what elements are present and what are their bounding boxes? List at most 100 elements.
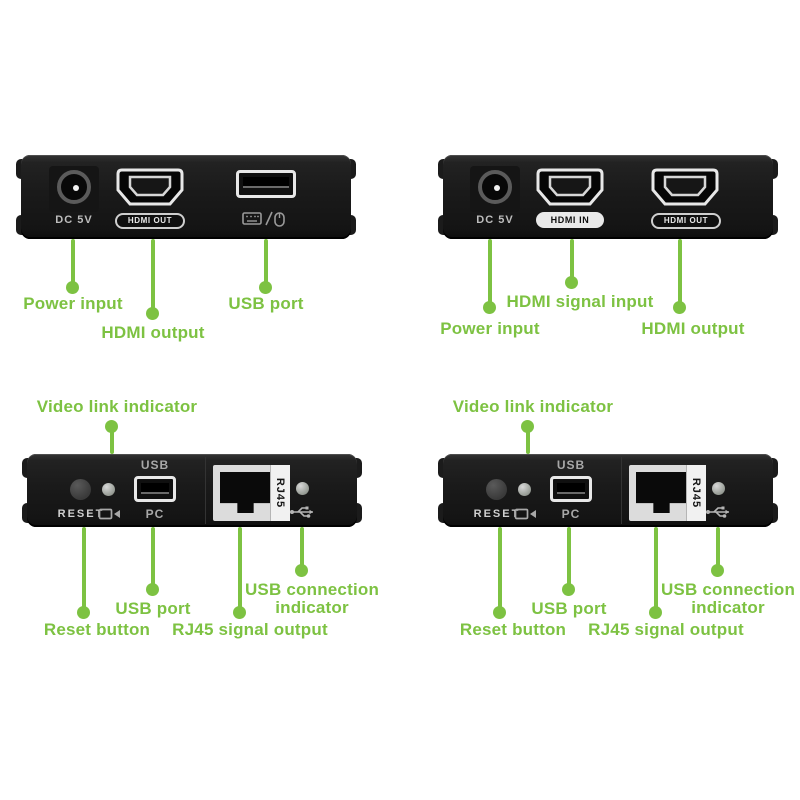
leader-line-usb-connection [716,527,720,571]
hdmi-port-label: HDMI OUT [115,213,185,229]
leader-dot-rj45 [233,606,246,619]
usb-icon [290,506,313,518]
rj45-socket [220,472,271,513]
usb-slot [557,483,585,494]
top-right-unit: DC 5V HDMI IN HDMI OUT Power input HDMI … [433,148,788,353]
leader-dot-usb [146,583,159,596]
display-video-icon [514,508,536,520]
dc-power-jack [478,170,512,204]
device-panel: DC 5V HDMI IN HDMI OUT [438,155,778,239]
annotation-power-input: Power input [23,294,123,313]
usb-label: USB [140,458,170,472]
usb-port [134,476,176,502]
annotation-hdmi-output: HDMI output [101,323,205,342]
rj45-port: RJ45 [629,465,706,521]
leader-dot-reset [493,606,506,619]
leader-line-usb [151,527,155,590]
device-face: RESET USB PC RJ45 [443,454,773,527]
leader-dot-reset [77,606,90,619]
annotation-rj45-signal-output: RJ45 signal output [172,620,328,639]
leader-dot-hdmi-out [673,301,686,314]
leader-dot-usb-connection [295,564,308,577]
annotation-reset-button: Reset button [459,620,567,639]
top-left-unit: DC 5V HDMI OUT Power input HDMI output [16,148,367,353]
device-panel: RESET USB PC RJ45 [22,454,362,527]
bottom-right-unit: Video link indicator RESET USB PC RJ45 [433,393,795,650]
leader-dot-usb [259,281,272,294]
annotation-reset-button: Reset button [43,620,151,639]
video-link-led [102,483,115,496]
dc-jack-pin [494,185,500,191]
annotation-hdmi-signal-input: HDMI signal input [506,292,654,311]
reset-button [486,479,507,500]
hdmi-in-port [536,168,604,206]
leader-line-rj45 [238,527,242,612]
hdmi-in-port-label: HDMI IN [536,212,604,228]
leader-line-power [71,239,75,287]
usb-slot [243,177,289,188]
reset-label: RESET [473,508,521,520]
dc-port-label: DC 5V [55,214,93,226]
annotation-hdmi-output: HDMI output [641,319,745,338]
leader-line-hdmi-out [678,239,682,307]
annotation-usb-port: USB port [228,294,304,313]
leader-line-usb [264,239,268,287]
leader-line-usb [567,527,571,590]
hdmi-port [116,168,184,206]
usb-port [236,170,296,198]
leader-line-reset [82,527,86,612]
leader-line-video [110,426,114,454]
rj45-label: RJ45 [690,477,703,509]
device-face: DC 5V HDMI IN HDMI OUT [443,155,773,239]
dc-port-label: DC 5V [476,214,514,226]
dc-jack-pin [73,185,79,191]
leader-line-hdmi [151,239,155,313]
dc-power-jack [57,170,91,204]
hdmi-out-port-label: HDMI OUT [651,213,721,229]
rj45-label-strip: RJ45 [686,465,706,521]
keyboard-mouse-icon [242,211,285,227]
leader-dot-usb-connection [711,564,724,577]
leader-line-power [488,239,492,307]
rj45-label: RJ45 [274,477,287,509]
annotation-usb-connection-indicator: USB connection indicator [244,580,380,617]
reset-button [70,479,91,500]
device-panel: DC 5V HDMI OUT [16,155,356,239]
leader-line-reset [498,527,502,612]
leader-line-hdmi-in [570,239,574,282]
usb-icon [706,506,729,518]
leader-line-usb-connection [300,527,304,571]
leader-dot-power [66,281,79,294]
pc-label: PC [145,507,165,521]
annotation-usb-port: USB port [115,599,191,618]
device-panel: RESET USB PC RJ45 [438,454,778,527]
pc-label: PC [561,507,581,521]
panel-seam [205,457,206,524]
rj45-label-strip: RJ45 [270,465,290,521]
reset-label: RESET [57,508,105,520]
leader-dot-hdmi-in [565,276,578,289]
bottom-left-unit: Video link indicator RESET USB PC RJ45 [17,393,379,650]
usb-slot [141,483,169,494]
annotation-usb-port: USB port [531,599,607,618]
display-video-icon [98,508,120,520]
leader-line-rj45 [654,527,658,612]
video-link-led [518,483,531,496]
rj45-socket [636,472,687,513]
annotation-rj45-signal-output: RJ45 signal output [588,620,744,639]
leader-dot-power [483,301,496,314]
leader-line-video [526,426,530,454]
usb-connection-led [712,482,725,495]
usb-port [550,476,592,502]
leader-dot-rj45 [649,606,662,619]
leader-dot-hdmi [146,307,159,320]
annotation-video-link-indicator: Video link indicator [36,397,198,416]
panel-seam [621,457,622,524]
device-face: DC 5V HDMI OUT [21,155,351,239]
annotation-usb-connection-indicator: USB connection indicator [660,580,796,617]
annotation-video-link-indicator: Video link indicator [452,397,614,416]
hdmi-out-port [651,168,719,206]
usb-connection-led [296,482,309,495]
annotation-power-input: Power input [440,319,540,338]
